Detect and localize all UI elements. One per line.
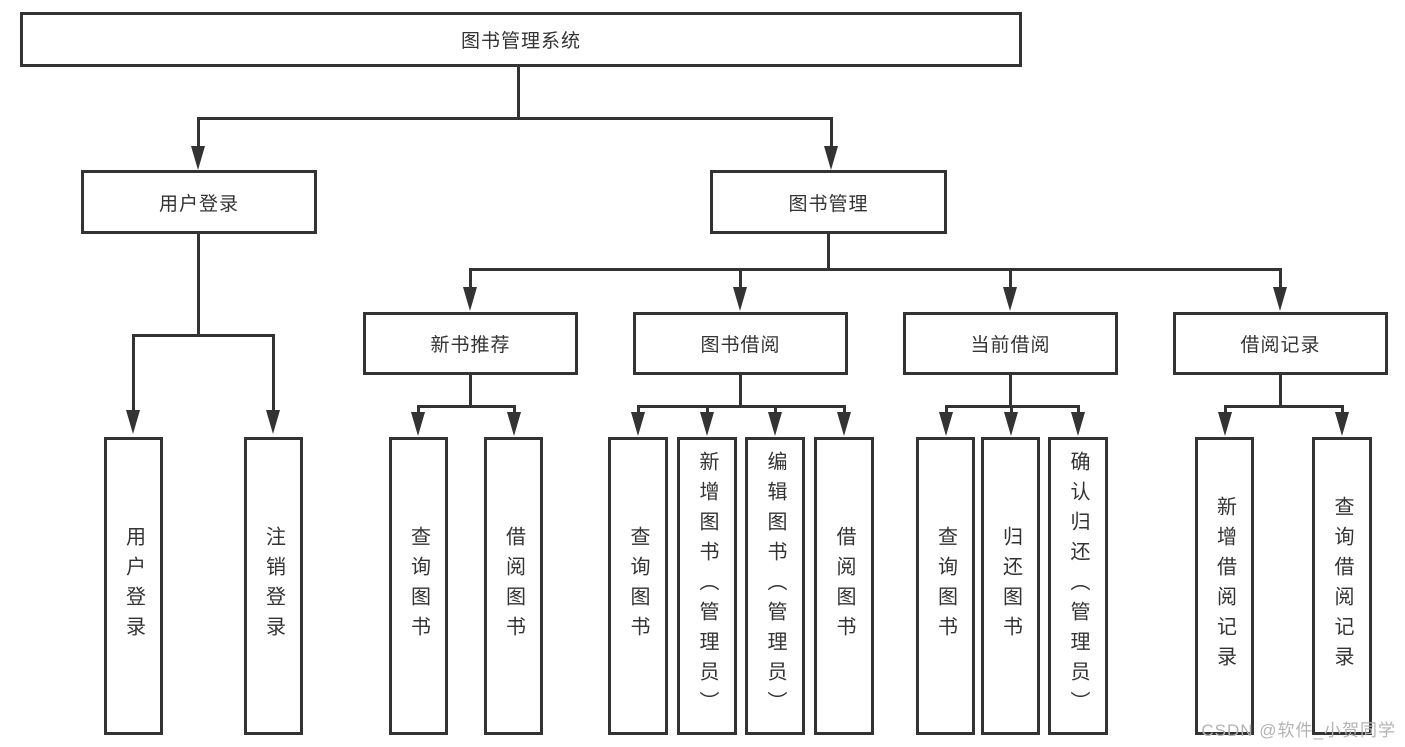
connector-arrowhead-down-icon (463, 287, 477, 311)
connector-line (1279, 268, 1282, 292)
connector-arrowhead-down-icon (126, 410, 140, 434)
connector-line (469, 375, 472, 408)
node-borrow-records-label: 借阅记录 (1240, 335, 1321, 356)
connector-line (417, 405, 420, 418)
leaf-borrow-book: 借阅图书 (814, 437, 874, 735)
connector-line (1009, 375, 1012, 408)
leaf-query-book-borrow-label: 查询图书 (627, 526, 649, 646)
connector-line (197, 117, 833, 120)
connector-line (1010, 405, 1013, 418)
connector-line (945, 405, 948, 418)
connector-arrowhead-down-icon (733, 287, 747, 311)
leaf-query-book-recommend: 查询图书 (389, 437, 448, 735)
leaf-confirm-return-admin: 确认归还（管理员） (1048, 437, 1108, 735)
connector-line (706, 405, 709, 418)
leaf-edit-book-admin-label: 编辑图书（管理员） (764, 451, 786, 721)
connector-arrowhead-down-icon (191, 146, 205, 170)
leaf-edit-book-admin: 编辑图书（管理员） (745, 437, 805, 735)
connector-line (1224, 405, 1344, 408)
connector-line (739, 375, 742, 408)
connector-line (417, 405, 516, 408)
connector-line (132, 334, 275, 337)
connector-arrowhead-down-icon (1071, 412, 1085, 436)
leaf-return-book: 归还图书 (981, 437, 1040, 735)
leaf-query-borrow-record: 查询借阅记录 (1312, 437, 1372, 735)
csdn-watermark: CSDN @软件_小贺同学 (1201, 721, 1396, 740)
leaf-query-borrow-record-label: 查询借阅记录 (1331, 496, 1353, 676)
node-book-management: 图书管理 (710, 170, 947, 234)
connector-line (517, 66, 520, 120)
connector-line (197, 117, 200, 151)
connector-line (513, 405, 516, 418)
node-user-login: 用户登录 (81, 170, 317, 234)
connector-line (830, 117, 833, 151)
leaf-user-login: 用户登录 (104, 437, 163, 735)
connector-arrowhead-down-icon (700, 412, 714, 436)
connector-line (1077, 405, 1080, 418)
connector-arrowhead-down-icon (411, 412, 425, 436)
connector-line (739, 268, 742, 292)
connector-arrowhead-down-icon (768, 412, 782, 436)
connector-arrowhead-down-icon (1003, 287, 1017, 311)
node-root-label: 图书管理系统 (460, 31, 581, 52)
connector-arrowhead-down-icon (266, 410, 280, 434)
connector-arrowhead-down-icon (824, 146, 838, 170)
connector-line (1341, 405, 1344, 418)
node-new-book-recommend: 新书推荐 (363, 312, 578, 375)
node-current-borrow-label: 当前借阅 (970, 335, 1051, 356)
node-book-borrow-label: 图书借阅 (700, 335, 781, 356)
leaf-add-borrow-record-label: 新增借阅记录 (1213, 496, 1236, 676)
leaf-query-book-current-label: 查询图书 (934, 526, 957, 646)
node-book-management-label: 图书管理 (788, 193, 869, 215)
leaf-return-book-label: 归还图书 (999, 526, 1022, 646)
leaf-borrow-book-recommend-label: 借阅图书 (502, 526, 525, 646)
connector-line (637, 405, 640, 418)
leaf-confirm-return-admin-label: 确认归还（管理员） (1067, 451, 1089, 721)
leaf-logout-label: 注销登录 (262, 526, 285, 646)
leaf-borrow-book-recommend: 借阅图书 (484, 437, 543, 735)
node-root: 图书管理系统 (20, 12, 1022, 67)
connector-line (197, 234, 200, 337)
connector-line (1009, 268, 1012, 292)
leaf-add-book-admin: 新增图书（管理员） (677, 437, 737, 735)
connector-line (827, 234, 830, 271)
connector-arrowhead-down-icon (1335, 412, 1349, 436)
connector-arrowhead-down-icon (1273, 287, 1287, 311)
leaf-query-book-recommend-label: 查询图书 (407, 526, 430, 646)
connector-line (1279, 375, 1282, 408)
connector-line (132, 334, 135, 416)
node-book-borrow: 图书借阅 (633, 312, 848, 375)
connector-arrowhead-down-icon (1218, 412, 1232, 436)
leaf-query-book-current: 查询图书 (916, 437, 975, 735)
connector-arrowhead-down-icon (837, 412, 851, 436)
connector-line (469, 268, 472, 292)
connector-line (637, 405, 846, 408)
leaf-logout: 注销登录 (244, 437, 303, 735)
leaf-query-book-borrow: 查询图书 (608, 437, 668, 735)
leaf-add-book-admin-label: 新增图书（管理员） (696, 451, 718, 721)
node-new-book-recommend-label: 新书推荐 (430, 335, 511, 356)
leaf-add-borrow-record: 新增借阅记录 (1195, 437, 1254, 735)
leaf-user-login-label: 用户登录 (122, 526, 145, 646)
node-borrow-records: 借阅记录 (1173, 312, 1388, 375)
node-user-login-label: 用户登录 (158, 193, 239, 215)
connector-arrowhead-down-icon (1004, 412, 1018, 436)
connector-arrowhead-down-icon (631, 412, 645, 436)
connector-line (469, 268, 1282, 271)
connector-arrowhead-down-icon (507, 412, 521, 436)
node-current-borrow: 当前借阅 (903, 312, 1118, 375)
connector-line (272, 334, 275, 416)
leaf-borrow-book-label: 借阅图书 (833, 526, 855, 646)
connector-line (1224, 405, 1227, 418)
connector-arrowhead-down-icon (939, 412, 953, 436)
connector-line (843, 405, 846, 418)
connector-line (774, 405, 777, 418)
